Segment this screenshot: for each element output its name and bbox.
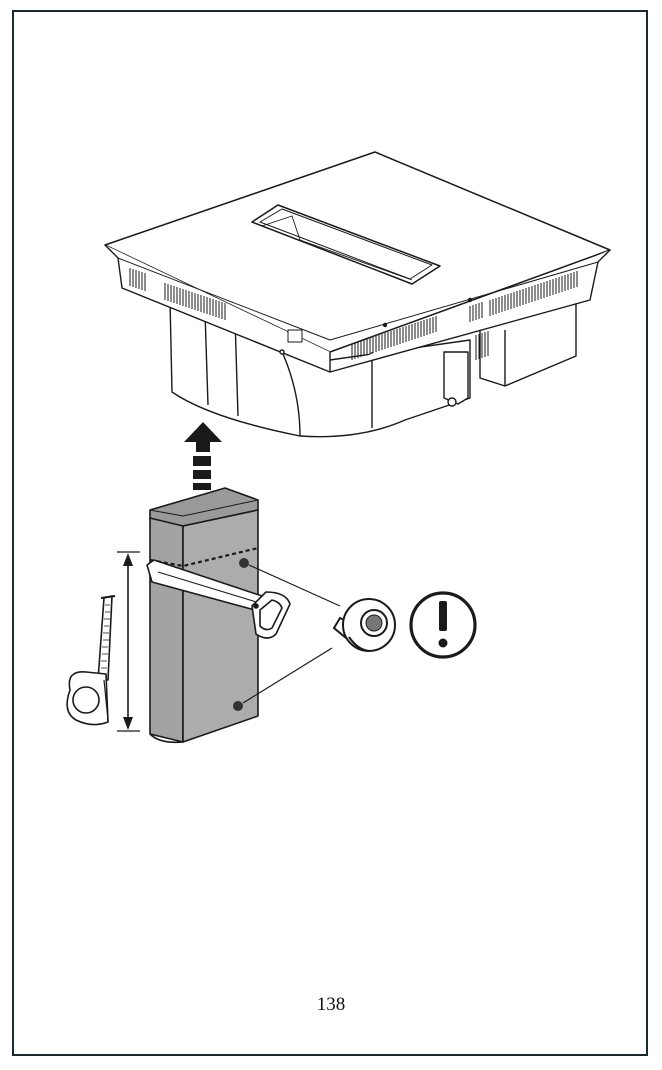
extraction-opening xyxy=(251,204,441,285)
arrow-up-icon xyxy=(184,422,222,490)
leader-lines xyxy=(242,564,341,704)
vent-grille-front xyxy=(351,271,578,360)
saw-icon xyxy=(146,559,291,639)
tape-measure-icon xyxy=(66,595,116,726)
exclamation-warning-icon xyxy=(409,591,477,659)
tape-point-upper xyxy=(239,558,249,568)
hob-unit xyxy=(104,151,611,438)
tape-point-lower xyxy=(233,701,243,711)
dimension-arrow xyxy=(117,551,140,732)
page-number: 138 xyxy=(316,994,346,1015)
tape-roll-icon xyxy=(332,598,396,652)
duct xyxy=(149,487,259,744)
vent-grille-left xyxy=(129,268,226,320)
cut-line xyxy=(149,546,259,568)
